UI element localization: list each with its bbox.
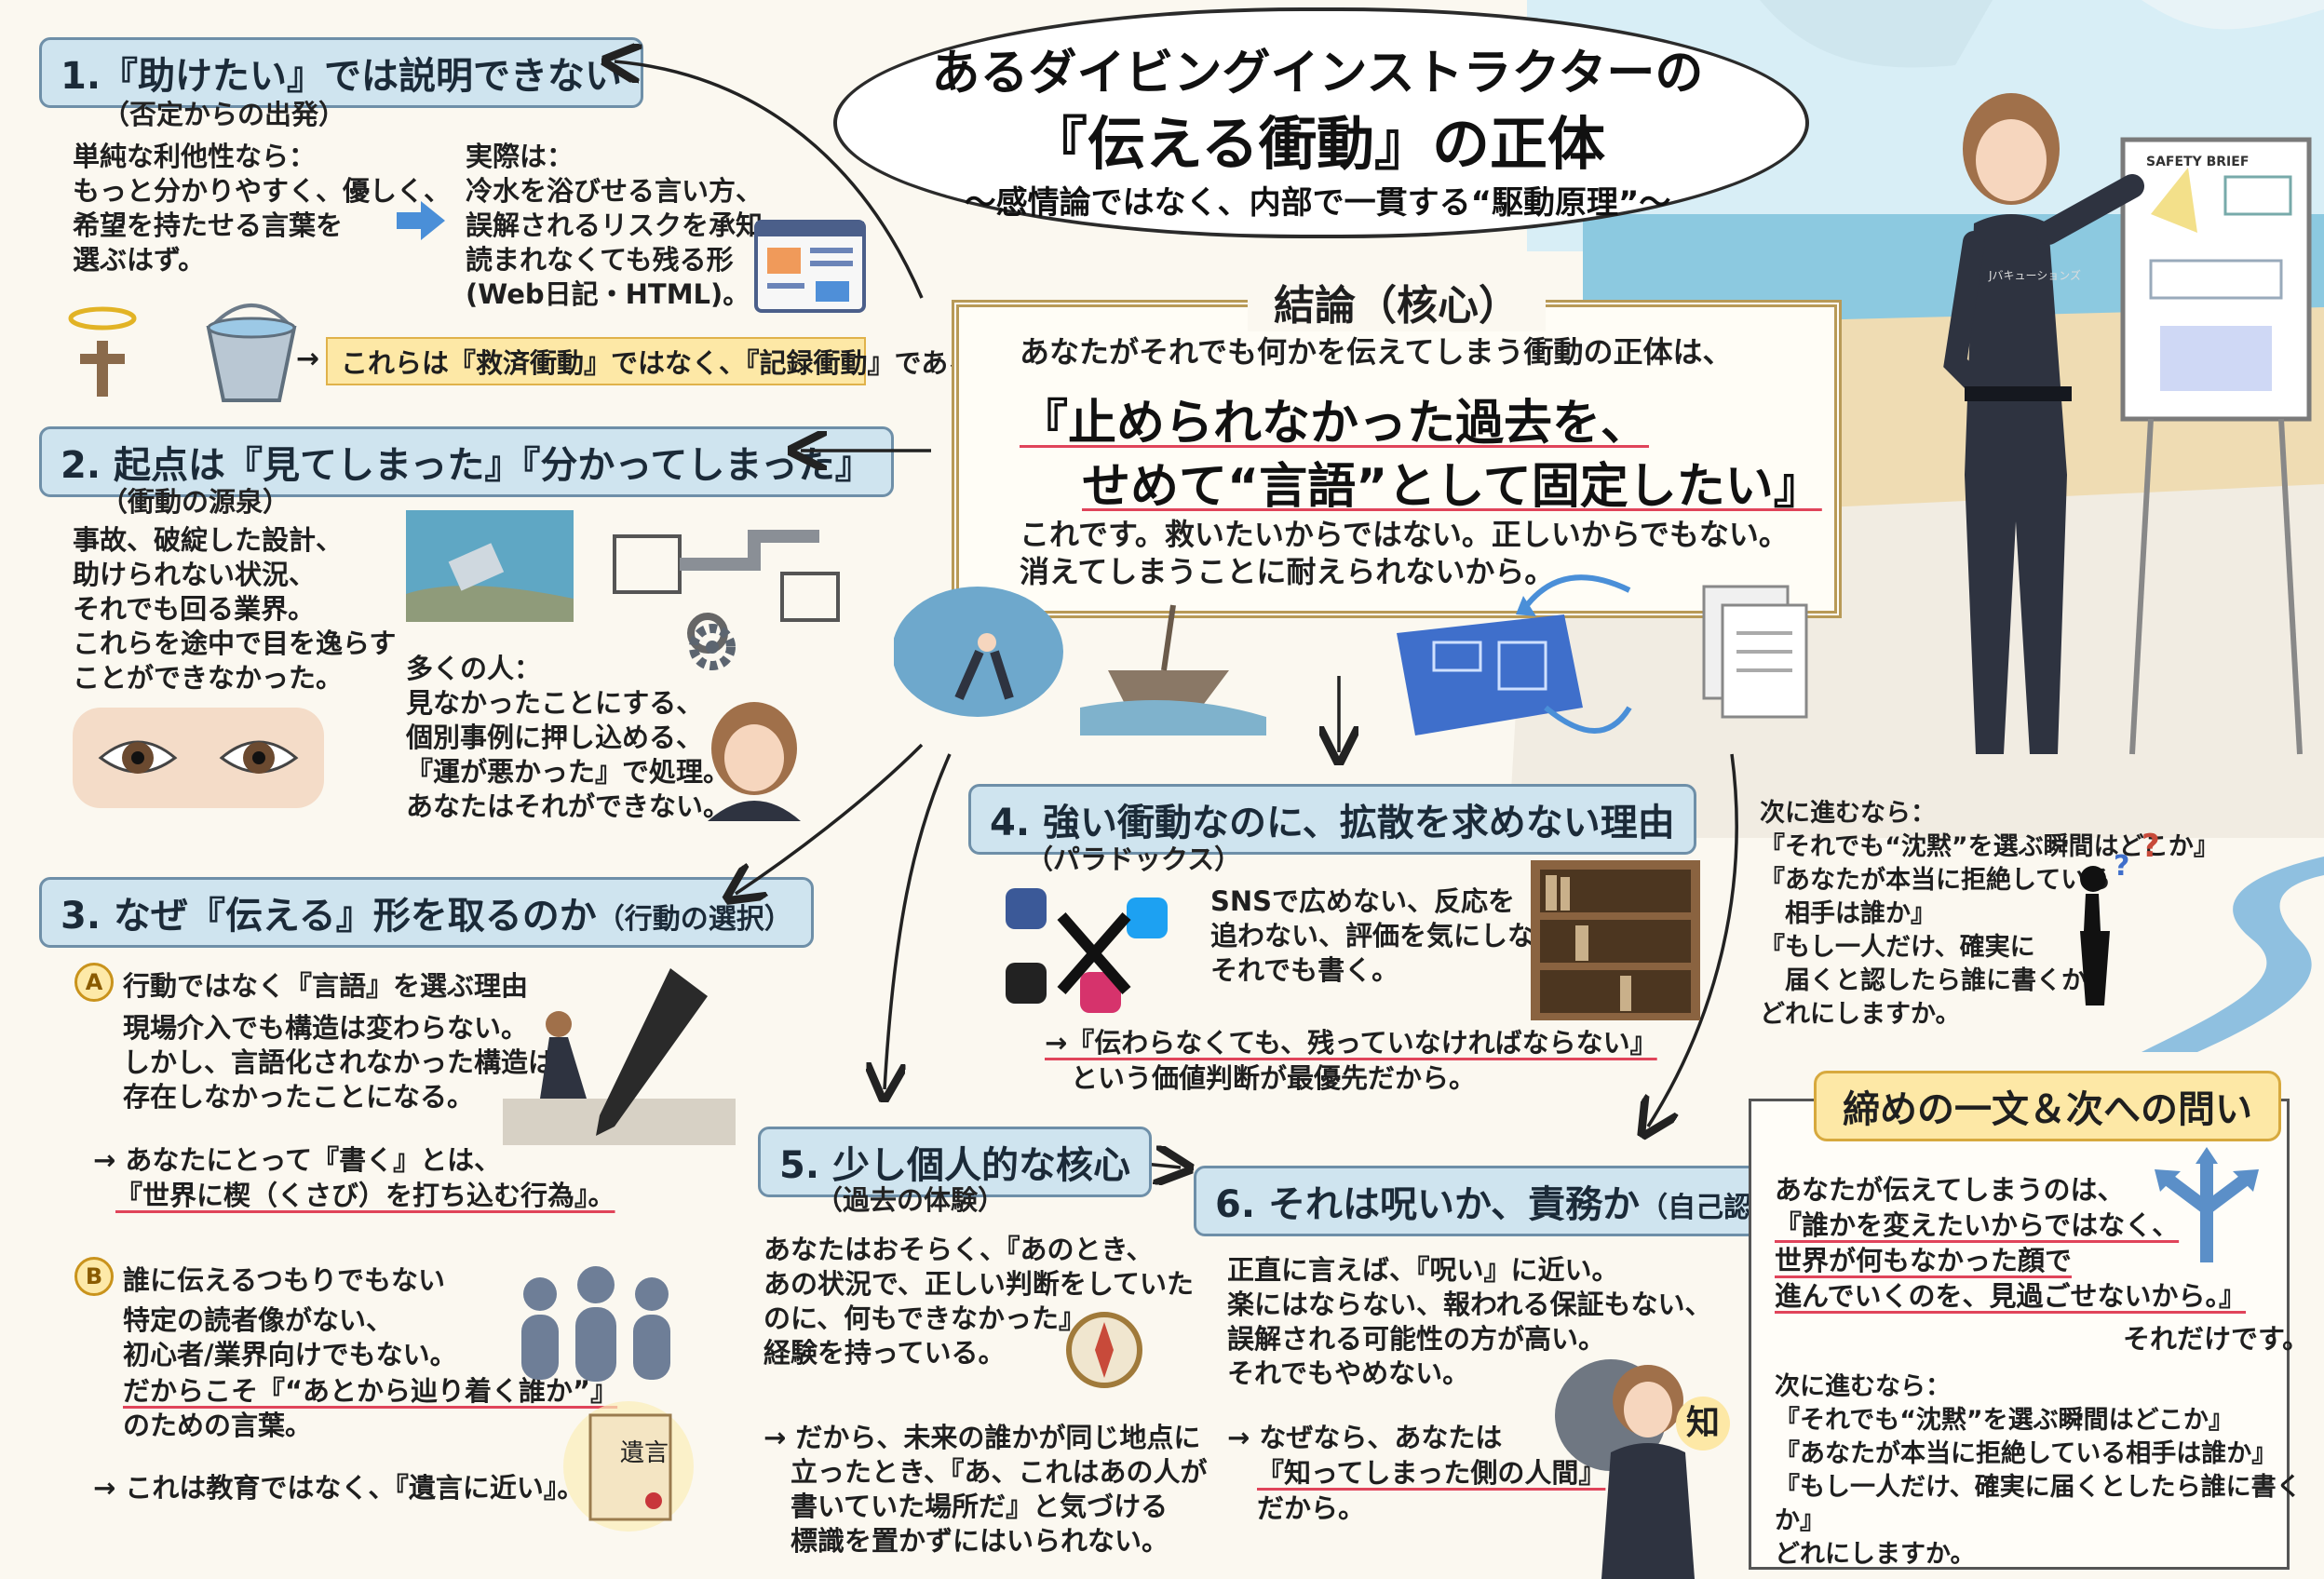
diver-with-tank-illustration xyxy=(1555,1359,1695,1579)
section3-title-small: （行動の選択） xyxy=(596,903,792,936)
arrow-glyph: → xyxy=(296,343,320,375)
section2-subtitle: （衝動の源泉） xyxy=(101,486,290,518)
section4-arrow-line1: →『伝わらなくても、残っていなければならない』 xyxy=(1045,1027,1657,1059)
core-main-line1: 『止められなかった過去を、 xyxy=(1020,396,1650,452)
whiteboard-label: SAFETY BRIEF xyxy=(2146,155,2249,169)
diver-cloud-illustration xyxy=(894,587,1063,717)
instructor-illustration: SAFETY BRIEF Jバキューションズ xyxy=(1943,93,2312,755)
section5-subtitle: （過去の体験） xyxy=(816,1184,1006,1216)
whiteboard xyxy=(2120,137,2312,755)
instagram-icon xyxy=(1080,972,1121,1013)
core-label: 結論（核心） xyxy=(1248,272,1546,331)
section4-subtitle: （パラドックス） xyxy=(1026,843,1242,875)
section3-b-heading: 誰に伝えるつもりでもない xyxy=(123,1264,445,1296)
final-header: 締めの一文＆次への問い xyxy=(1814,1071,2281,1141)
x-icon xyxy=(1006,963,1047,1004)
core-lead: あなたがそれでも何かを伝えてしまう衝動の正体は、 xyxy=(1020,334,1733,370)
section3-a-arrow-line2: 『世界に楔（くさび）を打ち込む行為』。 xyxy=(115,1180,615,1211)
page-title-line2: 『伝える衝動』の正体 xyxy=(1029,110,1606,178)
section6-arrow-line2: 『知ってしまった側の人間』 xyxy=(1257,1457,1606,1489)
path-river-illustration: ? ? xyxy=(2080,828,2324,1052)
eyes-icon xyxy=(73,708,324,808)
badge-a: A xyxy=(74,963,114,1002)
core-main-line2: せめて“言語”として固定したい』 xyxy=(1082,459,1822,515)
page-title-line1: あるダイビングインストラクターの xyxy=(931,46,1704,101)
section6-body: 正直に言えば、『呪い』に近い。 楽にはならない、報われる保証もない、 誤解される… xyxy=(1227,1254,1712,1389)
section3-b-body-highlight: だからこそ『“あとから辿り着く誰か”』 xyxy=(123,1375,618,1407)
underwater-wreck-illustration xyxy=(406,510,574,622)
section6-title: 6. それは呪いか、責務か xyxy=(1215,1183,1641,1226)
section6-arrow-line1: → なぜなら、あなたは xyxy=(1227,1422,1503,1453)
section2-right-text: 多くの人： 見なかったことにする、 個別事例に押し込める、 『運が悪かった』で処… xyxy=(406,653,731,822)
section5-header: 5. 少し個人的な核心 xyxy=(758,1127,1152,1197)
section4-header: 4. 強い衝動なのに、拡散を求めない理由 xyxy=(968,784,1696,855)
section3-title: 3. なぜ『伝える』形を取るのか xyxy=(61,895,597,938)
section3-b-arrow: → これは教育ではなく、『遺言に近い』。 xyxy=(93,1472,585,1504)
section5-arrow: → だから、未来の誰かが同じ地点に 立ったとき、『あ、これはあの人が 書いていた… xyxy=(763,1422,1208,1557)
halo-cross-icon xyxy=(68,306,137,397)
knowledge-badge: 知 xyxy=(1676,1397,1730,1451)
twitter-icon xyxy=(1127,897,1168,938)
question-mark-icon: ? xyxy=(2142,828,2160,865)
section3-header: 3. なぜ『伝える』形を取るのか（行動の選択） xyxy=(39,877,814,948)
blueprint-illustration xyxy=(1397,614,1583,736)
section5-body: あなたはおそらく、『あのとき、 あの状況で、正しい判断をしていた のに、何もでき… xyxy=(763,1234,1194,1369)
section1-header: 1.『助けたい』では説明できない xyxy=(39,37,644,108)
badge-b: B xyxy=(74,1257,114,1296)
crowd-silhouette-illustration xyxy=(521,1266,670,1382)
pen-stake-illustration xyxy=(503,968,736,1145)
fork-arrow-icon xyxy=(2155,1147,2259,1262)
final-line2: 『誰かを変えたいからではなく、 xyxy=(1775,1209,2180,1241)
section6-arrow-line3: だから。 xyxy=(1257,1492,1366,1524)
section3-b-body: 特定の読者像がない、 初心者/業界向けでもない。 xyxy=(123,1304,457,1370)
side-next-steps: 次に進むなら： 『それでも“沈黙”を選ぶ瞬間はどこか』 『あなたが本当に拒絶して… xyxy=(1760,799,2219,1029)
final-line3: 世界が何もなかった顔で xyxy=(1775,1245,2073,1276)
worried-woman-illustration xyxy=(708,702,801,821)
section3-a-body: 現場介入でも構造は変わらない。 しかし、言語化されなかった構造は、 存在しなかっ… xyxy=(123,1012,583,1113)
svg-text:?: ? xyxy=(2114,850,2129,883)
final-box xyxy=(1749,1099,2290,1570)
sns-icons xyxy=(1006,888,1168,1013)
arrow-right-icon xyxy=(397,201,445,240)
section2-header: 2. 起点は『見てしまった』『分かってしまった』 xyxy=(39,426,894,497)
core-after-line2: 消えてしまうことに耐えられないから。 xyxy=(1020,554,1555,589)
section6-header: 6. それは呪いか、責務か（自己認識） xyxy=(1194,1166,1830,1236)
final-line5: それだけです。 xyxy=(2123,1323,2310,1355)
final-next-steps: 次に進むなら： 『それでも“沈黙”を選ぶ瞬間はどこか』 『あなたが本当に拒絶して… xyxy=(1775,1372,2302,1569)
core-illustrations xyxy=(894,574,1808,736)
title-bubble xyxy=(833,7,1809,238)
browser-window-icon xyxy=(754,220,866,313)
page-subtitle: 〜感情論ではなく、内部で一貫する“駆動原理”〜 xyxy=(964,184,1671,222)
compass-icon xyxy=(1066,1312,1142,1388)
wetsuit-logo: Jバキューションズ xyxy=(1988,268,2081,282)
core-after-line1: これです。救いたいからではない。正しいからでもない。 xyxy=(1020,517,1789,552)
section3-a-arrow-line1: → あなたにとって『書く』とは、 xyxy=(93,1144,502,1176)
final-line4: 進んでいくのを、見過ごせないから。』 xyxy=(1775,1280,2247,1312)
scroll-icon xyxy=(563,1401,694,1532)
final-line1: あなたが伝えてしまうのは、 xyxy=(1775,1174,2125,1206)
section1-subtitle: （否定からの出発） xyxy=(102,99,346,130)
section1-right-text: 実際は： 冷水を浴びせる言い方、 誤解されるリスクを承知、 読まれなくても残る形… xyxy=(466,141,790,310)
documents-illustration xyxy=(1702,585,1808,719)
section4-body: SNSで広めない、反応を 追わない、評価を気にしない。 それでも書く。 xyxy=(1210,885,1589,986)
instructor-figure xyxy=(1943,93,2144,754)
gear-icon xyxy=(689,624,736,670)
section3-b-body-end: のための言葉。 xyxy=(123,1410,313,1441)
bookshelf-illustration xyxy=(1531,860,1700,1020)
scroll-text: 遺言 xyxy=(620,1439,669,1467)
shipwreck-illustration xyxy=(1080,604,1266,736)
bucket-icon xyxy=(206,304,297,402)
section2-left-text: 事故、破綻した設計、 助けられない状況、 それでも回る業界。 これらを途中で目を… xyxy=(73,524,397,694)
section4-arrow-line2: という価値判断が最優先だから。 xyxy=(1071,1062,1477,1094)
section1-left-text: 単純な利他性なら： もっと分かりやすく、優しく、 希望を持たせる言葉を 選ぶはず… xyxy=(73,141,452,276)
facebook-icon xyxy=(1006,888,1047,929)
section3-a-heading: 行動ではなく『言語』を選ぶ理由 xyxy=(123,970,529,1002)
